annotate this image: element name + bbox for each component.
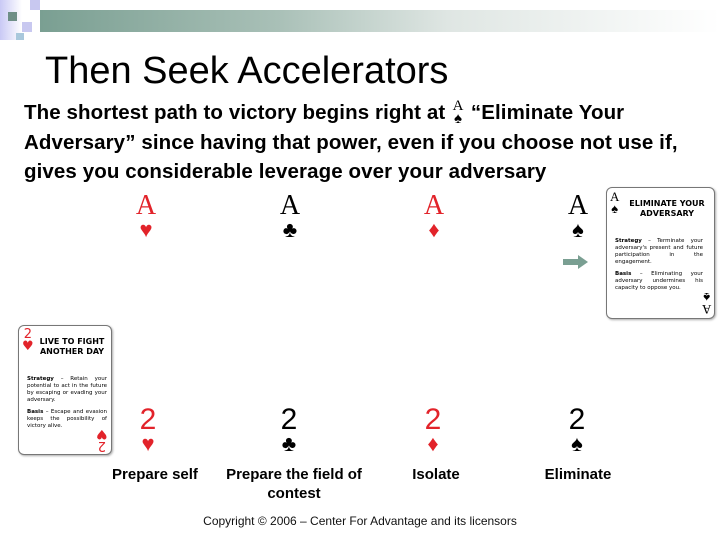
card-basis: Basis – Eliminating your adversary under… bbox=[615, 271, 703, 291]
heart-icon: ♥ bbox=[139, 217, 153, 242]
card-basis: Basis – Escape and evasion keeps the pos… bbox=[27, 409, 107, 429]
body-text-part: The shortest path to victory begins righ… bbox=[24, 101, 452, 124]
arrow-right-icon bbox=[563, 255, 588, 269]
club-icon: ♣ bbox=[281, 431, 297, 456]
heart-icon: ♥ bbox=[141, 431, 155, 456]
label-eliminate: Eliminate bbox=[544, 466, 612, 483]
body-text-part: “Eliminate Your Adversary” since having … bbox=[24, 101, 678, 183]
spade-icon: ♠ bbox=[572, 217, 584, 242]
label-prepare-field: Prepare the field of contest bbox=[226, 466, 362, 502]
card-corner: 2♥ bbox=[22, 327, 34, 354]
card-strategy: Strategy – Terminate your adversary's pr… bbox=[615, 238, 703, 265]
copyright: Copyright © 2006 – Center For Advantage … bbox=[203, 514, 517, 528]
ace-of-hearts: A♥ bbox=[126, 192, 166, 242]
diamond-icon: ♦ bbox=[427, 431, 439, 456]
label-isolate: Isolate bbox=[412, 466, 460, 483]
diamond-icon: ♦ bbox=[428, 217, 440, 242]
live-to-fight-card: 2♥ LIVE TO FIGHT ANOTHER DAY Strategy – … bbox=[18, 325, 112, 455]
ace-of-diamonds: A♦ bbox=[414, 192, 454, 242]
spade-icon: ♠ bbox=[571, 431, 583, 456]
body-text: The shortest path to victory begins righ… bbox=[24, 98, 720, 187]
two-of-clubs: 2♣ bbox=[269, 405, 309, 456]
label-prepare-self: Prepare self bbox=[112, 466, 198, 483]
eliminate-adversary-card: A♠ ELIMINATE YOUR ADVERSARY Strategy – T… bbox=[606, 187, 715, 319]
card-corner: A♠ bbox=[610, 189, 620, 216]
ace-of-spades-icon: A♠ bbox=[452, 98, 464, 127]
header-decoration bbox=[0, 0, 720, 40]
ace-of-clubs: A♣ bbox=[270, 192, 310, 242]
card-title: ELIMINATE YOUR ADVERSARY bbox=[629, 199, 705, 218]
two-of-hearts: 2♥ bbox=[128, 405, 168, 456]
card-strategy: Strategy – Retain your potential to act … bbox=[27, 376, 107, 403]
card-title: LIVE TO FIGHT ANOTHER DAY bbox=[39, 337, 105, 356]
ace-of-spades: A♠ bbox=[558, 192, 598, 242]
slide-title: Then Seek Accelerators bbox=[45, 50, 449, 92]
two-of-spades: 2♠ bbox=[557, 405, 597, 456]
two-of-diamonds: 2♦ bbox=[413, 405, 453, 456]
club-icon: ♣ bbox=[282, 217, 298, 242]
